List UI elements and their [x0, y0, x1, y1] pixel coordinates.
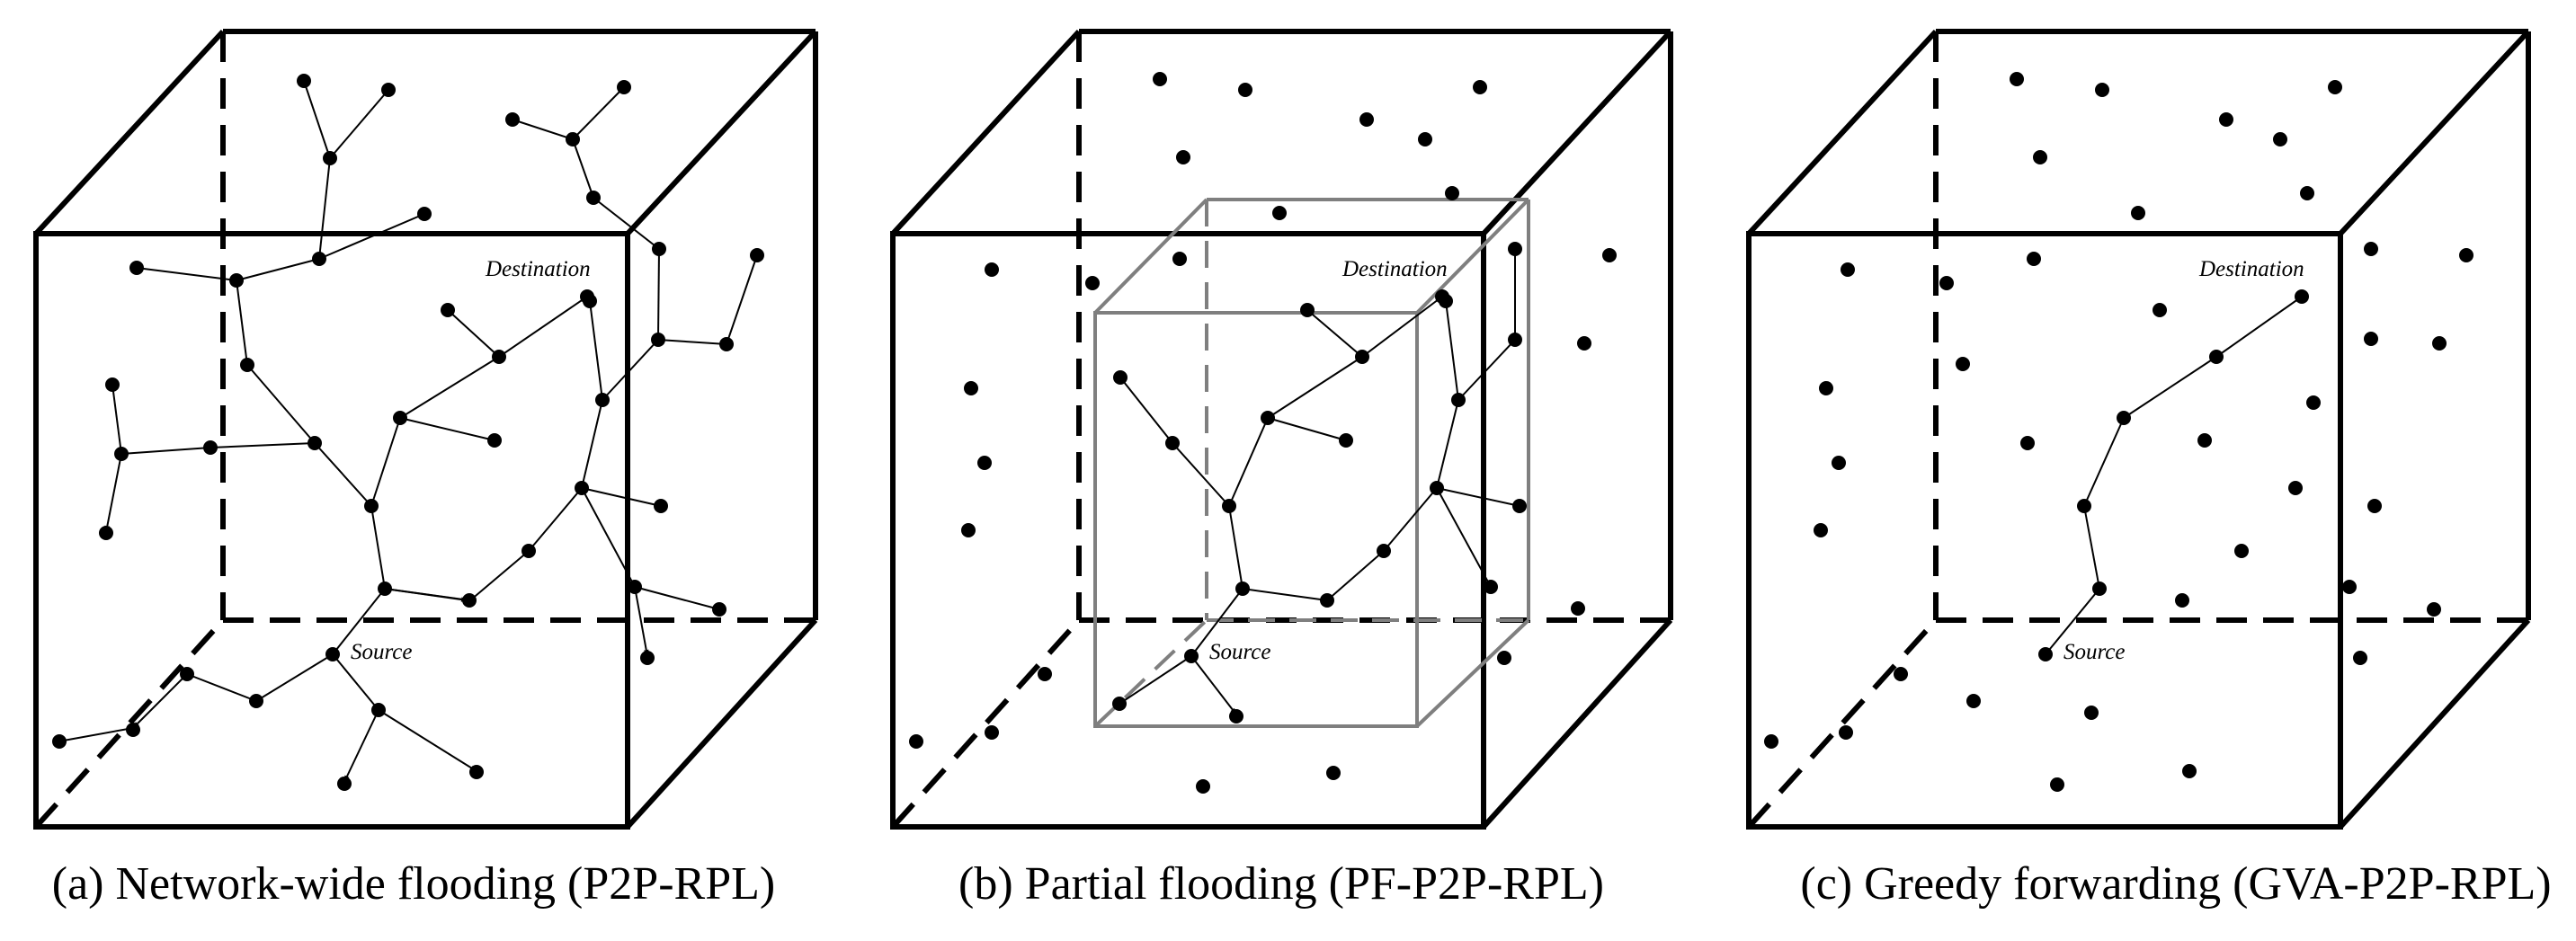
panel-b: Source Destination (b) Partial flooding …	[890, 29, 1673, 910]
routes-a	[58, 80, 758, 783]
source-label-b: Source	[1209, 640, 1271, 664]
cube-b	[890, 29, 1673, 830]
cube-a	[33, 29, 818, 830]
panel-c: Source Destination (c) Greedy forwarding…	[1746, 29, 2552, 910]
nodes-c	[1764, 72, 2473, 792]
flooding-region-box	[1093, 198, 1530, 728]
source-label-c: Source	[2063, 640, 2126, 664]
nodes-b	[909, 72, 1617, 794]
routes-b	[1119, 249, 1520, 715]
cube-c	[1746, 29, 2531, 830]
caption-b: (b) Partial flooding (PF-P2P-RPL)	[958, 858, 1604, 910]
panel-a: Source Destination (a) Network-wide floo…	[33, 29, 818, 910]
routes-c	[2045, 296, 2303, 655]
destination-label-b: Destination	[1341, 257, 1448, 281]
caption-a: (a) Network-wide flooding (P2P-RPL)	[52, 858, 775, 910]
destination-label-a: Destination	[485, 257, 591, 281]
source-label-a: Source	[351, 640, 413, 664]
caption-c: (c) Greedy forwarding (GVA-P2P-RPL)	[1800, 858, 2551, 910]
destination-label-c: Destination	[2198, 257, 2304, 281]
nodes-a	[52, 74, 764, 791]
